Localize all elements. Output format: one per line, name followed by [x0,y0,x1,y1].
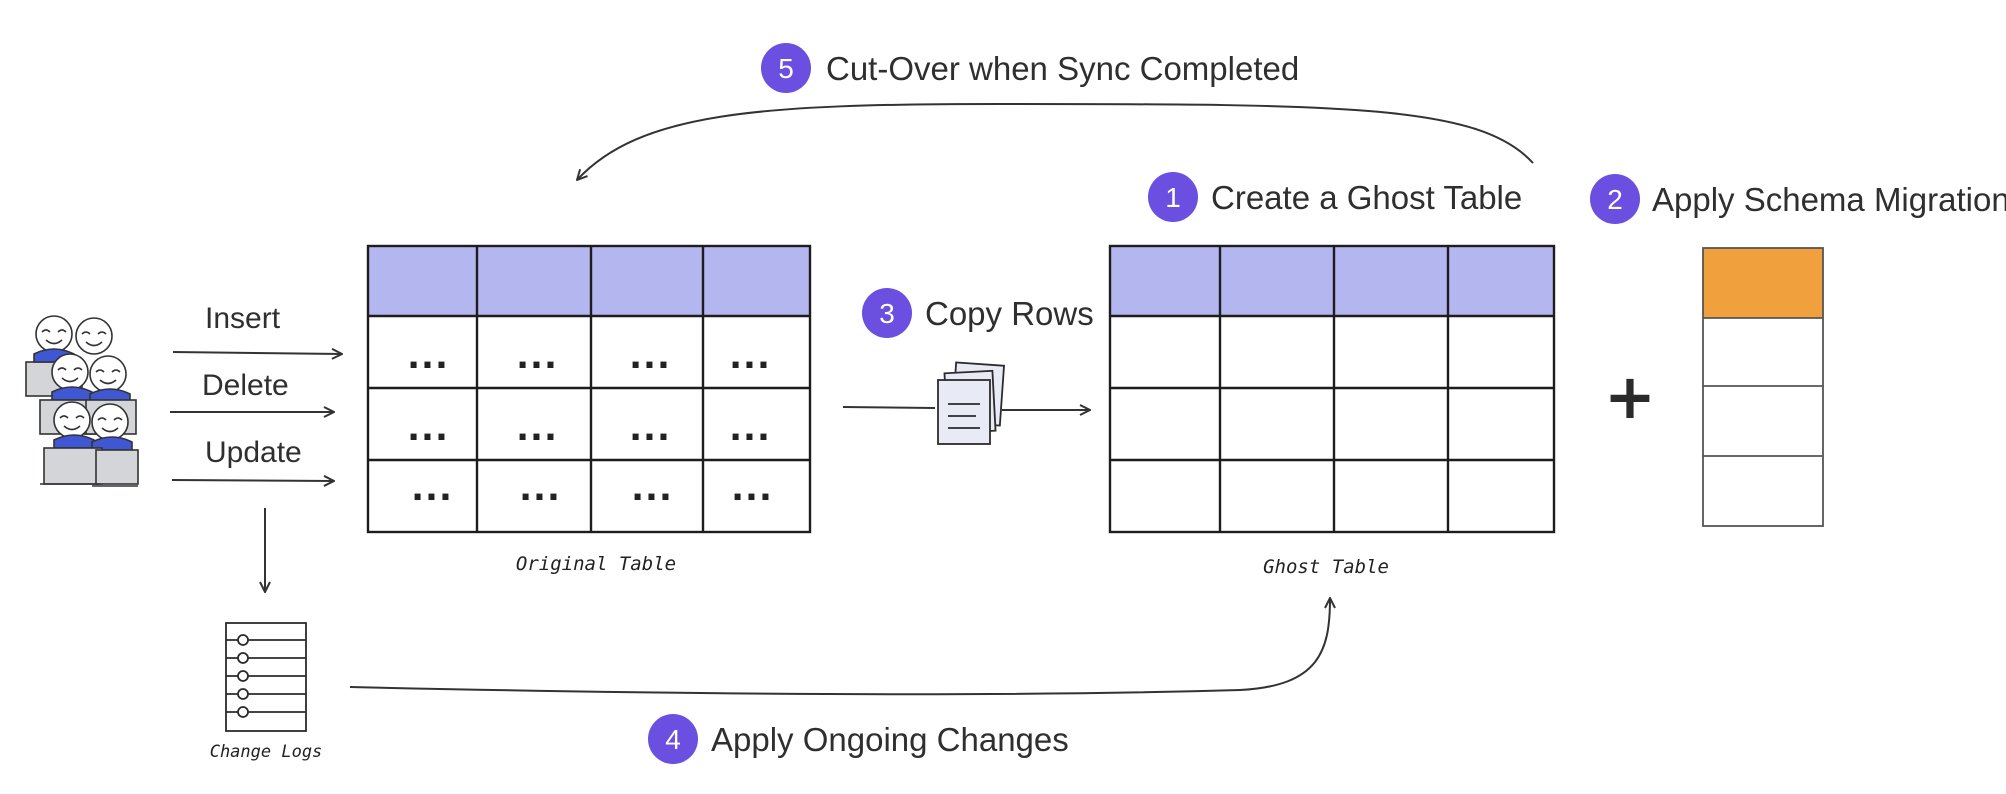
update-arrow [171,480,334,481]
step-1-badge [1148,172,1198,222]
step-5-badge [761,43,811,93]
step-1-number: 1 [1165,182,1181,213]
table-cell: ... [631,469,673,509]
table-cell: ... [731,469,773,509]
step-3: 3 Copy Rows [862,288,1094,338]
table-cell: ... [519,469,561,509]
change-log-icon [225,622,307,732]
change-logs-caption: Change Logs [210,742,323,762]
step-1: 1 Create a Ghost Table [1148,172,1522,222]
original-table-cells: ... ... ... ... ... ... ... ... ... ... … [407,337,773,509]
step-5-label: Cut-Over when Sync Completed [826,50,1299,87]
ghost-table [1108,244,1556,534]
insert-arrow [172,352,342,354]
insert-label: Insert [205,302,281,335]
step-2-badge [1590,174,1640,224]
step-1-label: Create a Ghost Table [1211,179,1522,216]
apply-changes-arrow [349,598,1330,696]
users-icon [25,315,139,487]
step-2: 2 Apply Schema Migration [1590,174,2006,224]
table-cell: ... [516,409,558,449]
step-2-label: Apply Schema Migration [1652,181,2006,218]
step-4: 4 Apply Ongoing Changes [648,714,1069,764]
original-table-header [368,246,810,316]
delete-label: Delete [202,369,289,402]
step-2-number: 2 [1607,184,1623,215]
step-3-badge [862,288,912,338]
step-5: 5 Cut-Over when Sync Completed [761,43,1299,93]
plus-icon: + [1604,360,1656,433]
step-5-number: 5 [778,53,794,84]
documents-icon [937,361,1005,445]
schema-migration-column [1702,247,1824,527]
update-label: Update [205,436,302,469]
migration-column-header [1703,248,1823,318]
step-3-label: Copy Rows [925,295,1094,332]
table-cell: ... [407,337,449,377]
table-cell: ... [516,337,558,377]
original-table-caption: Original Table [516,553,676,575]
original-table: ... ... ... ... ... ... ... ... ... ... … [366,244,812,534]
table-cell: ... [411,469,453,509]
ghost-table-caption: Ghost Table [1263,556,1389,578]
table-cell: ... [729,337,771,377]
step-3-number: 3 [879,298,895,329]
table-cell: ... [407,409,449,449]
cut-over-arrow [577,102,1534,180]
step-4-label: Apply Ongoing Changes [711,721,1069,758]
copy-rows-line [842,406,936,409]
table-cell: ... [629,337,671,377]
ghost-table-header [1110,246,1554,316]
step-4-number: 4 [665,724,681,755]
step-4-badge [648,714,698,764]
table-cell: ... [729,409,771,449]
table-cell: ... [629,409,671,449]
